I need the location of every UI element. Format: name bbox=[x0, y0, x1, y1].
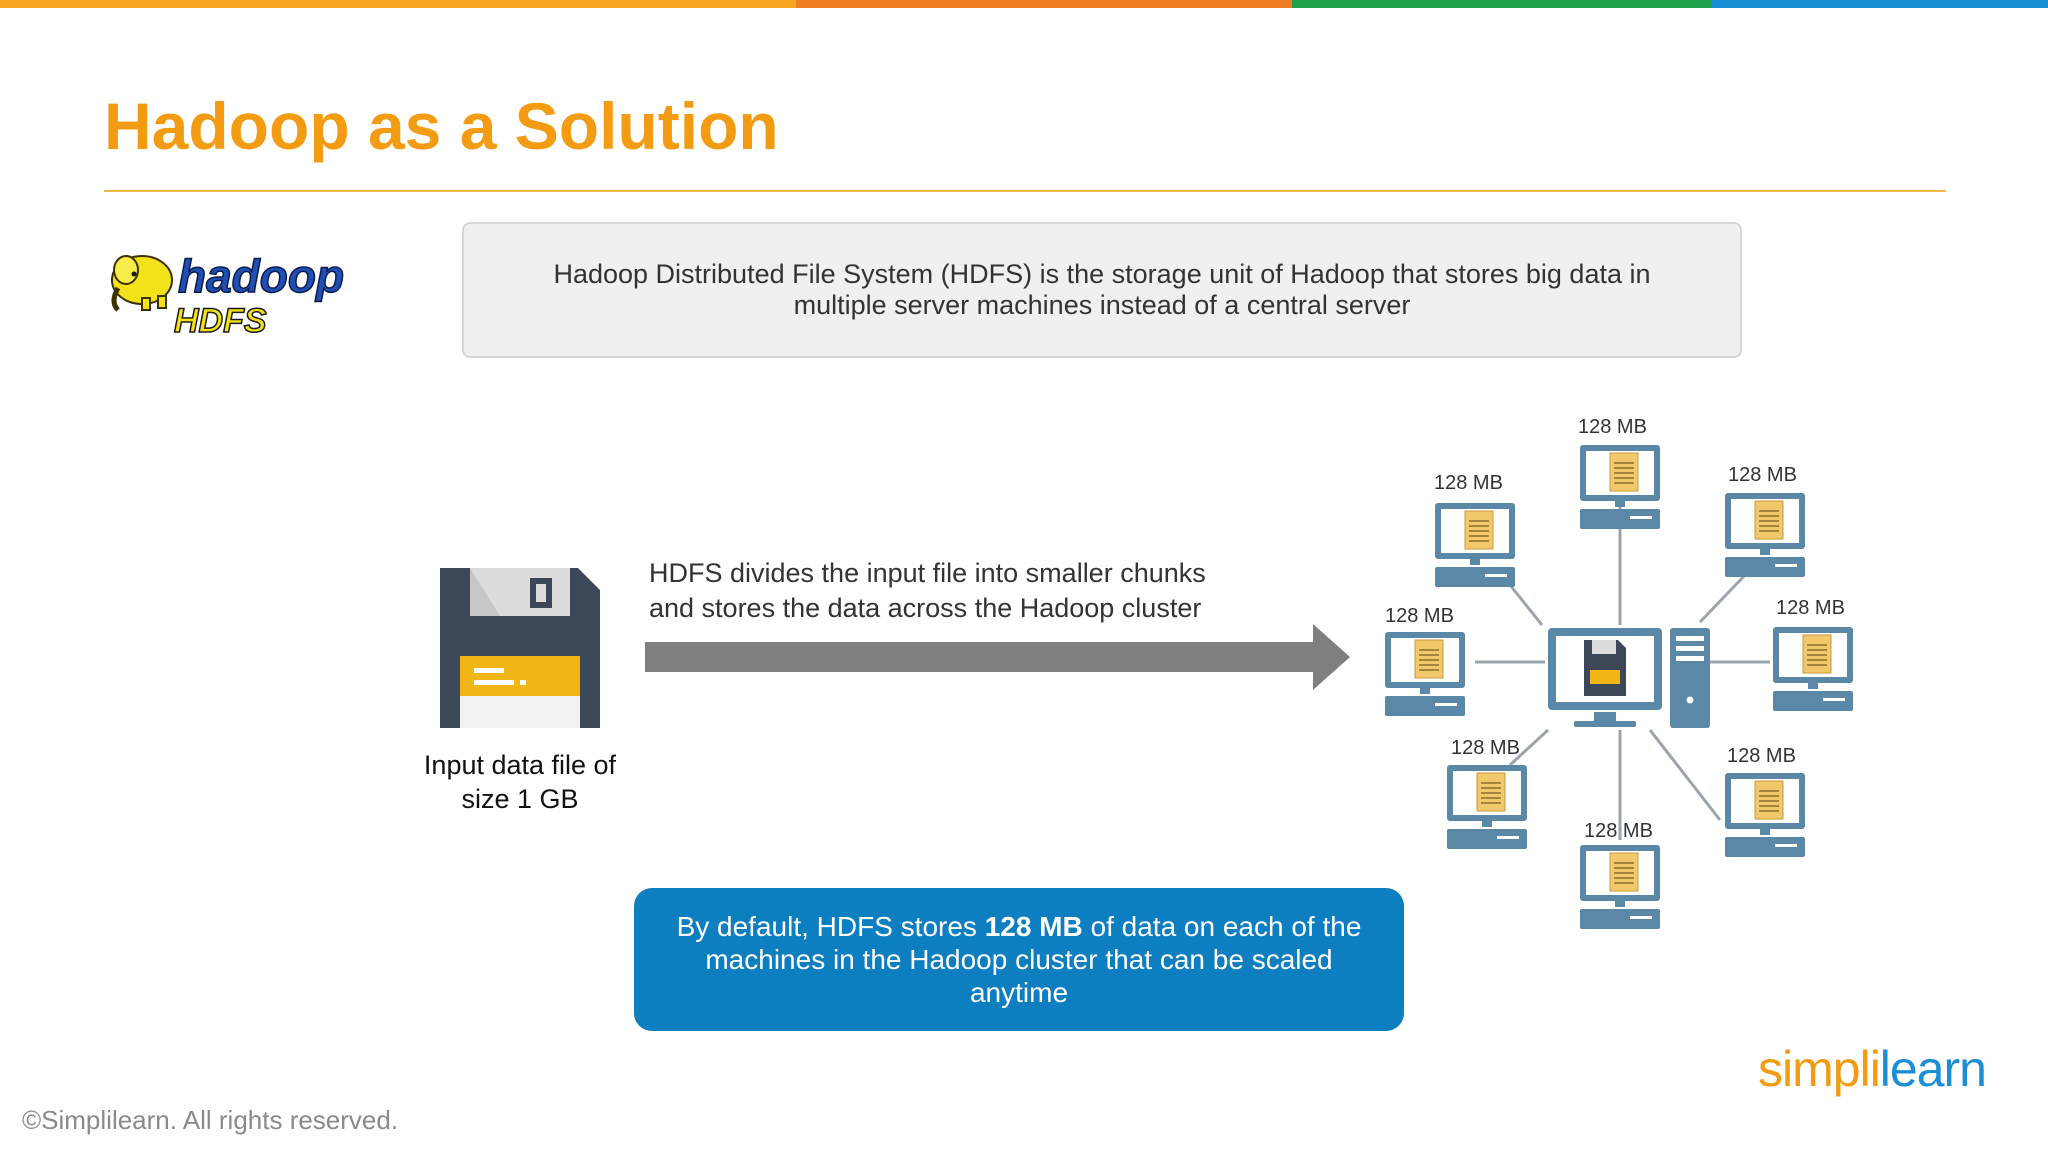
brand-part2: i bbox=[1869, 1041, 1881, 1097]
node-label-bottom-right: 128 MB bbox=[1727, 745, 1796, 767]
hadoop-hdfs-logo: hadoop HDFS bbox=[111, 249, 345, 340]
node-label-top-left: 128 MB bbox=[1434, 472, 1503, 494]
logo-sub: HDFS bbox=[174, 302, 267, 340]
node-label-left: 128 MB bbox=[1385, 605, 1454, 627]
input-file-label: Input data file of size 1 GB bbox=[400, 748, 640, 816]
default-block-size-text: By default, HDFS stores 128 MB of data o… bbox=[664, 910, 1374, 1009]
hdfs-description-text: Hadoop Distributed File System (HDFS) is… bbox=[553, 259, 1651, 320]
top-bar-segment-dark-orange bbox=[796, 0, 1292, 8]
input-file-label-line2: size 1 GB bbox=[461, 784, 579, 814]
default-block-size-box: By default, HDFS stores 128 MB of data o… bbox=[634, 888, 1404, 1031]
arrow-caption-line2: and stores the data across the Hadoop cl… bbox=[649, 593, 1202, 623]
title-divider bbox=[104, 190, 1946, 192]
cluster-node-top-right bbox=[1724, 492, 1806, 578]
top-bar-segment-green bbox=[1292, 0, 1712, 8]
cluster-node-bottom bbox=[1579, 844, 1661, 930]
top-bar-segment-blue bbox=[1712, 0, 2048, 8]
arrow-right-icon bbox=[645, 624, 1350, 690]
block-text-before: By default, HDFS stores bbox=[676, 911, 985, 942]
copyright-footer: ©Simplilearn. All rights reserved. bbox=[22, 1105, 399, 1135]
node-label-top: 128 MB bbox=[1578, 416, 1647, 438]
top-color-bar bbox=[0, 0, 2048, 8]
node-label-top-right: 128 MB bbox=[1728, 464, 1797, 486]
cluster-node-right bbox=[1772, 626, 1854, 712]
arrow-caption-line1: HDFS divides the input file into smaller… bbox=[649, 558, 1206, 588]
hadoop-cluster-diagram bbox=[1384, 444, 1854, 930]
slide-title: Hadoop as a Solution bbox=[104, 89, 779, 163]
cluster-node-top bbox=[1579, 444, 1661, 530]
cluster-node-top-left bbox=[1434, 502, 1516, 588]
simplilearn-logo: simplilearn bbox=[1758, 1040, 1987, 1098]
cluster-node-bottom-left bbox=[1446, 764, 1528, 850]
block-text-after: of data on each of the machines in the H… bbox=[705, 911, 1362, 1008]
floppy-disk-icon bbox=[440, 568, 600, 728]
server-computer-icon bbox=[1548, 628, 1710, 728]
block-size-highlight: 128 MB bbox=[984, 911, 1083, 942]
elephant-icon bbox=[111, 255, 173, 312]
cluster-node-left bbox=[1384, 631, 1466, 717]
brand-part3: learn bbox=[1879, 1041, 1987, 1097]
hdfs-description-box: Hadoop Distributed File System (HDFS) is… bbox=[462, 222, 1742, 358]
node-label-bottom: 128 MB bbox=[1584, 820, 1653, 842]
brand-part1: simpl bbox=[1758, 1041, 1871, 1097]
arrow-caption: HDFS divides the input file into smaller… bbox=[649, 556, 1206, 626]
logo-word: hadoop bbox=[178, 250, 344, 302]
node-label-right: 128 MB bbox=[1776, 597, 1845, 619]
top-bar-segment-orange bbox=[0, 0, 796, 8]
input-file-label-line1: Input data file of bbox=[423, 750, 617, 780]
node-label-bottom-left: 128 MB bbox=[1451, 737, 1520, 759]
cluster-node-bottom-right bbox=[1724, 772, 1806, 858]
